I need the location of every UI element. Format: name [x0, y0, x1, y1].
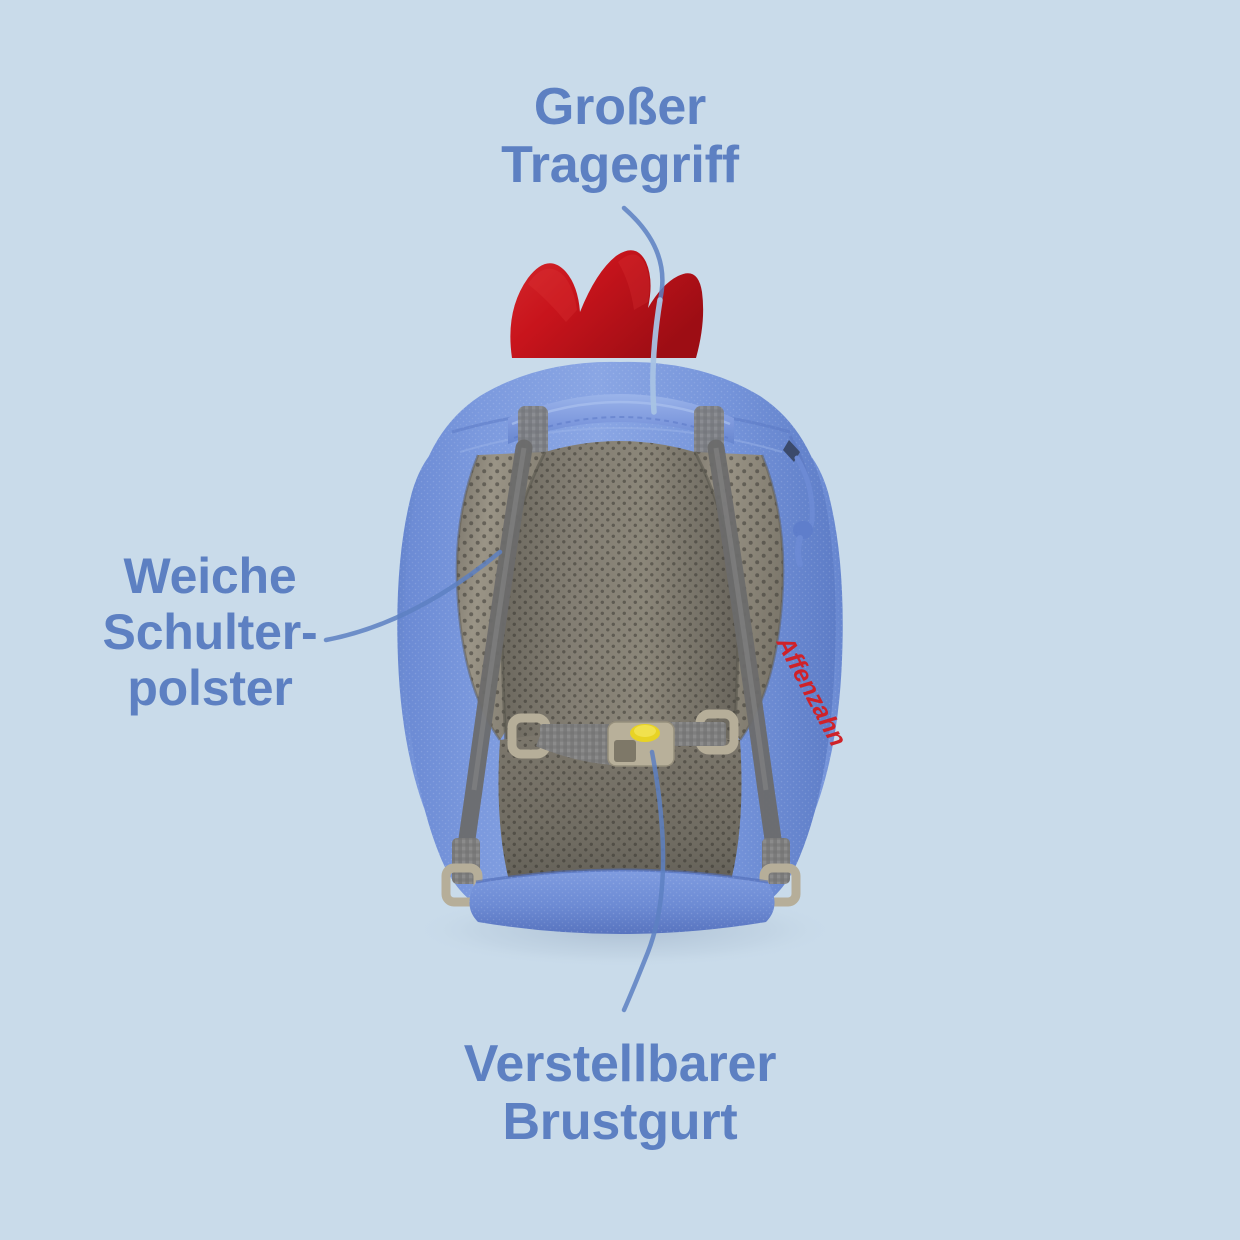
- carry-handle: [508, 394, 734, 462]
- rooster-comb: [510, 250, 704, 358]
- callout-label-chest-strap: Verstellbarer Brustgurt: [463, 1035, 777, 1152]
- chest-strap: [507, 709, 739, 767]
- shoulder-padding: [455, 441, 785, 892]
- zipper: [783, 435, 815, 567]
- callout-label-carry-handle: Großer Tragegriff: [501, 78, 739, 195]
- chest-strap-buckle: [607, 721, 675, 767]
- callout-label-shoulder-padding: Weiche Schulter- polster: [102, 548, 318, 716]
